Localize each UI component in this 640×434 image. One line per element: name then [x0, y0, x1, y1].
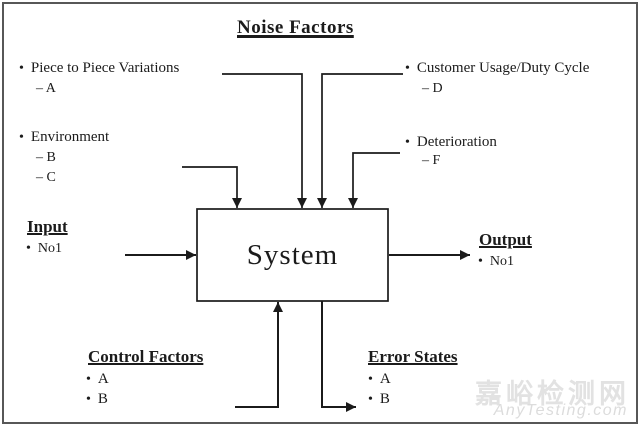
noise-item-piece-to-piece: • Piece to Piece Variations [19, 60, 179, 77]
bullet-icon: • [405, 61, 410, 76]
noise-item-label: Customer Usage/Duty Cycle [416, 60, 590, 76]
error-states-title: Error States [368, 347, 458, 366]
arrow-deterioration-to-system [348, 152, 400, 208]
error-item-label: A [379, 371, 391, 387]
bullet-icon: • [86, 372, 91, 387]
control-item-label: B [97, 391, 108, 407]
arrow-piece-to-system [222, 73, 307, 208]
noise-sub-a: – A [36, 81, 56, 96]
system-box [196, 208, 389, 302]
arrow-control-to-system [235, 302, 283, 408]
bullet-icon: • [368, 392, 373, 407]
noise-item-environment: • Environment [19, 129, 109, 146]
input-title: Input [27, 217, 68, 236]
noise-item-customer-usage: • Customer Usage/Duty Cycle [405, 60, 589, 77]
bullet-icon: • [19, 61, 24, 76]
noise-sub-b: – B [36, 150, 56, 165]
noise-sub-c: – C [36, 170, 56, 185]
bullet-icon: • [26, 241, 31, 256]
error-item-b: • B [368, 391, 390, 408]
input-item-label: No1 [37, 241, 63, 256]
arrow-customer-to-system [317, 73, 403, 208]
system-label: System [246, 238, 339, 271]
output-item: • No1 [478, 254, 514, 270]
noise-sub-f: – F [422, 153, 441, 168]
noise-item-label: Environment [30, 129, 110, 145]
control-item-a: • A [86, 371, 109, 388]
arrow-system-to-error-states [321, 301, 356, 412]
input-item: • No1 [26, 241, 62, 257]
watermark-cn: 嘉峪检测网 [475, 379, 630, 409]
control-item-b: • B [86, 391, 108, 408]
error-item-a: • A [368, 371, 391, 388]
bullet-icon: • [19, 130, 24, 145]
noise-item-label: Deterioration [416, 134, 497, 150]
arrow-environment-to-system [182, 166, 242, 208]
output-title: Output [479, 230, 532, 249]
control-item-label: A [97, 371, 109, 387]
bullet-icon: • [405, 135, 410, 150]
bullet-icon: • [478, 254, 483, 269]
error-item-label: B [379, 391, 390, 407]
noise-factors-title: Noise Factors [237, 17, 354, 38]
noise-sub-d: – D [422, 81, 443, 96]
noise-item-deterioration: • Deterioration [405, 134, 497, 151]
output-item-label: No1 [489, 254, 515, 269]
noise-item-label: Piece to Piece Variations [30, 60, 180, 76]
watermark-en: AnyTesting.com [493, 402, 628, 419]
bullet-icon: • [368, 372, 373, 387]
bullet-icon: • [86, 392, 91, 407]
control-factors-title: Control Factors [88, 347, 204, 366]
